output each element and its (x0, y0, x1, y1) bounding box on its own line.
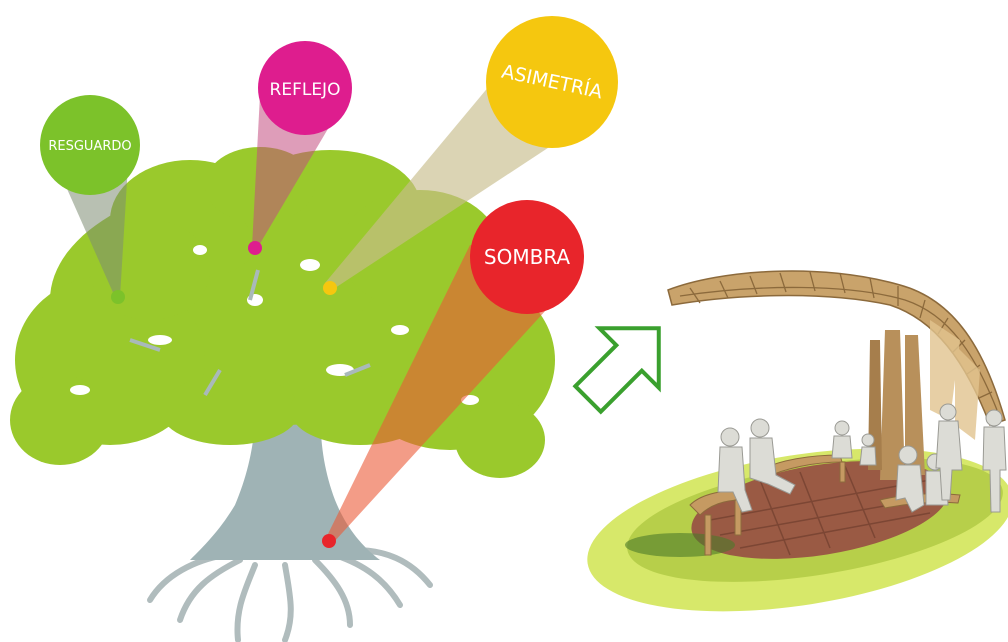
concept-label-sombra: SOMBRA (484, 245, 571, 269)
concept-bubble-reflejo: REFLEJO (258, 41, 352, 135)
sombra-dot (322, 534, 336, 548)
tree-roots (150, 550, 430, 640)
concept-label-reflejo: REFLEJO (270, 80, 341, 100)
concept-bubble-asimetria: ASIMETRÍA (486, 16, 618, 148)
concept-bubble-sombra: SOMBRA (470, 200, 584, 314)
reflejo-dot (248, 241, 262, 255)
person-figure (832, 421, 852, 458)
pavilion-shadow (625, 533, 735, 557)
arrow-right-icon (558, 299, 688, 429)
resguardo-dot (111, 290, 125, 304)
person-figure (860, 434, 876, 465)
asimetria-dot (323, 281, 337, 295)
concept-label-resguardo: RESGUARDO (48, 139, 131, 154)
pavilion-render (576, 271, 1008, 638)
concept-bubble-resguardo: RESGUARDO (40, 95, 140, 195)
